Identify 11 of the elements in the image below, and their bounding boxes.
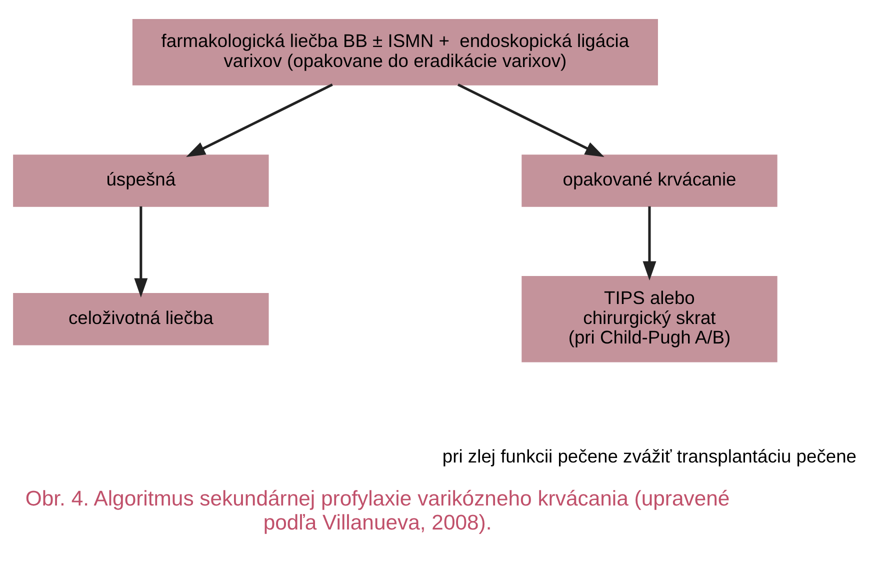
arrow	[458, 83, 604, 156]
arrow	[134, 206, 148, 298]
node-box: opakované krvácanie	[522, 154, 778, 206]
node-box: celoživotná liečba	[13, 292, 269, 345]
node-box: TIPS alebo chirurgický skrat (pri Child-Pugh A/B)	[522, 276, 778, 362]
node-box: úspešná	[13, 154, 269, 206]
label: pri zlej funkcii pečene zvážiť transplantáciu pečene	[442, 444, 857, 466]
node-box: farmakologická liečba BB ± ISMN + endoskopická ligácia varixov (opakovane do eradikácie varixov)	[132, 18, 658, 85]
caption: Obr. 4. Algoritmus sekundárnej profylaxie varikózneho krvácania (upravené podľa Villanueva, 2008).	[25, 487, 730, 534]
arrow	[642, 206, 656, 280]
arrow	[186, 83, 333, 156]
